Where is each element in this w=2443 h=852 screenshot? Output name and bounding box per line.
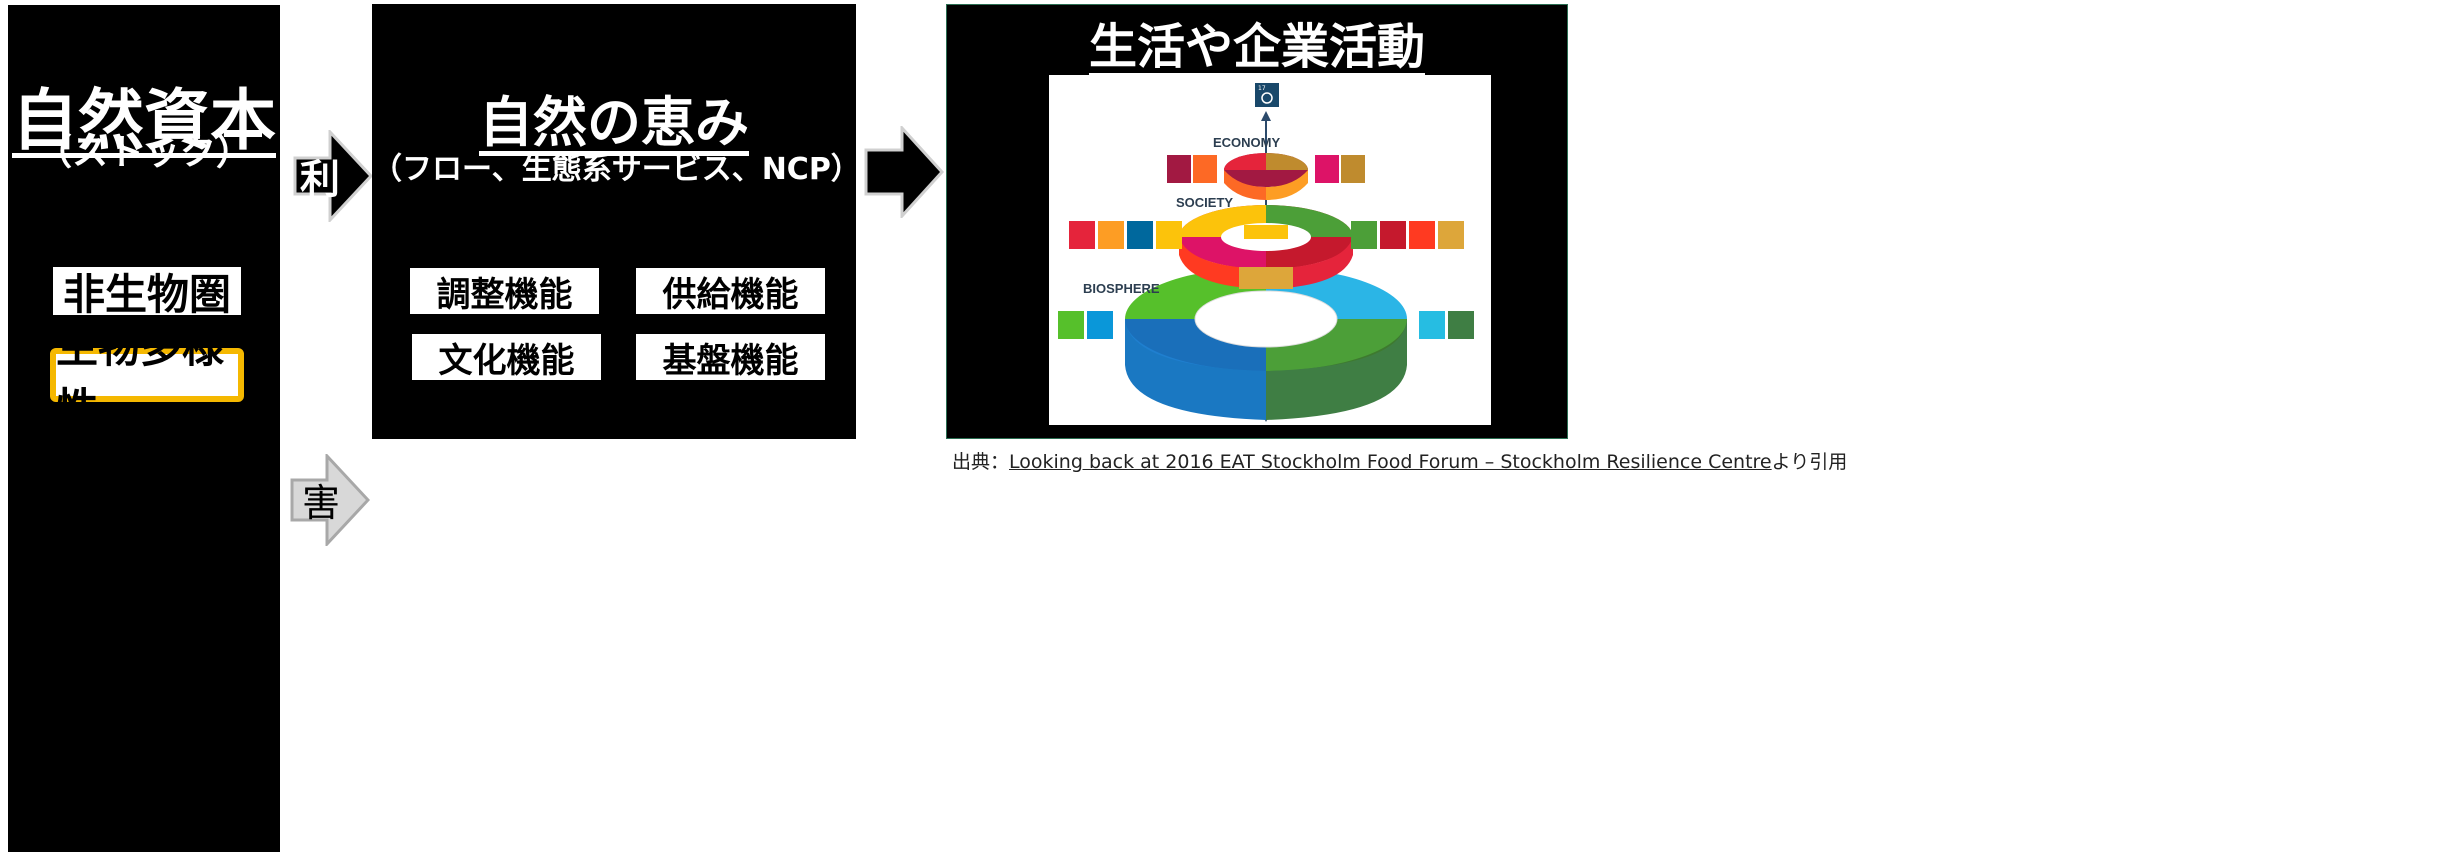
supporting-function-box: 基盤機能 xyxy=(636,334,825,381)
harm-label: 害 xyxy=(301,480,340,525)
caption-prefix: 出典： xyxy=(952,451,1010,473)
sdg-12-icon xyxy=(1341,155,1365,183)
caption-suffix: より引用 xyxy=(1771,451,1848,473)
cultural-function-box: 文化機能 xyxy=(412,334,601,381)
sdg-4-icon xyxy=(1380,221,1406,249)
svg-text:17: 17 xyxy=(1258,85,1266,92)
sdg-10-icon xyxy=(1315,155,1339,183)
natures-benefits-subtitle: （フロー、生態系サービス、NCP） xyxy=(372,152,861,187)
economy-label: ECONOMY xyxy=(1213,135,1281,150)
sdg-9-icon xyxy=(1193,155,1217,183)
sdg-13-icon xyxy=(1448,311,1474,339)
natures-benefits-title: 自然の恵み xyxy=(479,91,749,154)
sdg-1-icon xyxy=(1069,221,1095,249)
sdg-2-icon xyxy=(1438,221,1464,249)
provisioning-function-box: 供給機能 xyxy=(636,268,825,315)
sdg-5-icon xyxy=(1409,221,1435,249)
abiotic-sphere-box: 非生物圏 xyxy=(53,267,241,319)
natural-capital-subtitle: （ストック） xyxy=(35,132,252,173)
flow-arrow xyxy=(864,126,944,218)
harm-arrow xyxy=(290,454,370,546)
sdg-11-icon xyxy=(1098,221,1124,249)
sdg-7-icon xyxy=(1156,221,1182,249)
natures-benefits-panel: 自然の恵み （フロー、生態系サービス、NCP） 調整機能 供給機能 文化機能 基… xyxy=(372,4,861,439)
natural-capital-panel: 自然資本 （ストック） 非生物圏 生物多様性 xyxy=(8,5,280,852)
sdg-6-icon xyxy=(1419,311,1445,339)
sdg-14-icon xyxy=(1087,311,1113,339)
biosphere-label: BIOSPHERE xyxy=(1083,281,1160,296)
life-business-title: 生活や企業活動 xyxy=(1088,19,1425,75)
natural-capital-title: 自然資本 xyxy=(12,82,276,159)
sdg-3-icon xyxy=(1351,221,1377,249)
life-business-panel: 生活や企業活動 17 xyxy=(946,4,1568,439)
sdg-cake-svg: 17 xyxy=(1058,83,1474,422)
source-caption: 出典：Looking back at 2016 EAT Stockholm Fo… xyxy=(952,447,1847,474)
biodiversity-box: 生物多様性 xyxy=(50,323,244,433)
regulating-function-box: 調整機能 xyxy=(410,268,599,315)
source-link[interactable]: Looking back at 2016 EAT Stockholm Food … xyxy=(1009,451,1772,473)
sdg-wedding-cake-figure: 17 xyxy=(1049,75,1491,425)
society-label: SOCIETY xyxy=(1176,195,1233,210)
benefit-arrow xyxy=(293,130,373,222)
benefit-label: 利 xyxy=(300,157,340,203)
sdg-15-icon xyxy=(1058,311,1084,339)
sdg-8-icon xyxy=(1167,155,1191,183)
sdg-16-icon xyxy=(1127,221,1153,249)
